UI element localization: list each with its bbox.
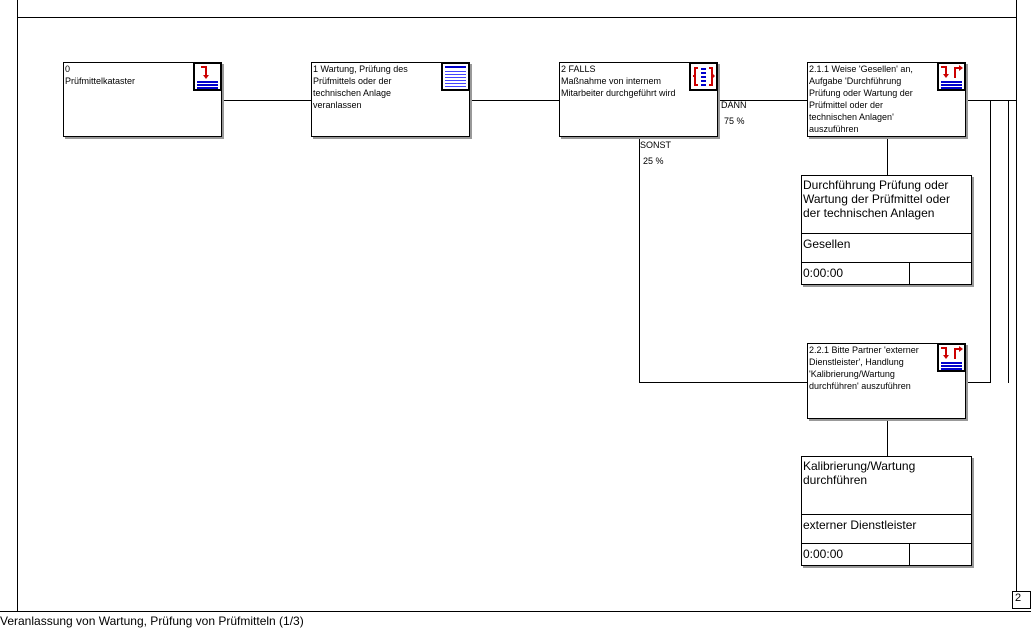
then-label: DANN <box>721 100 747 110</box>
task-time-row: 0:00:00 <box>802 262 971 284</box>
task-card[interactable]: Kalibrierung/Wartung durchführen externe… <box>801 456 972 566</box>
activity-step-2-1-1[interactable]: 2.1.1 Weise 'Gesellen' an, Aufgabe 'Durc… <box>807 62 966 137</box>
activity-step-2-2-1[interactable]: 2.2.1 Bitte Partner 'externer Dienstleis… <box>807 343 966 419</box>
process-step-0[interactable]: 0 Prüfmittelkataster <box>63 62 222 137</box>
process-step-1[interactable]: 1 Wartung, Prüfung des Prüfmittels oder … <box>311 62 470 137</box>
connector <box>887 419 888 456</box>
frame-right <box>1016 0 1017 592</box>
step-text: 2.1.1 Weise 'Gesellen' an, Aufgabe 'Durc… <box>809 64 913 134</box>
assign-task-icon <box>937 343 966 372</box>
task-card[interactable]: Durchführung Prüfung oder Wartung der Pr… <box>801 175 972 285</box>
task-time-row: 0:00:00 <box>802 543 971 565</box>
task-time: 0:00:00 <box>803 547 844 561</box>
task-name: Durchführung Prüfung oder Wartung der Pr… <box>803 178 950 220</box>
connector <box>639 382 807 383</box>
connector <box>1008 100 1009 383</box>
task-time: 0:00:00 <box>803 266 844 280</box>
decision-icon <box>689 62 718 91</box>
step-list-icon <box>193 62 222 91</box>
frame-left <box>17 0 18 611</box>
task-name: Kalibrierung/Wartung durchführen <box>803 459 916 487</box>
task-role: externer Dienstleister <box>802 514 971 544</box>
document-lines-icon <box>441 62 470 91</box>
decision-step-2[interactable]: 2 FALLS Maßnahme von internem Mitarbeite… <box>559 62 718 137</box>
then-percent: 75 % <box>724 116 745 126</box>
connector <box>222 100 311 101</box>
task-role: Gesellen <box>802 233 971 263</box>
connector <box>719 100 807 101</box>
step-text: 2.2.1 Bitte Partner 'externer Dienstleis… <box>809 345 919 391</box>
step-text: 2 FALLS Maßnahme von internem Mitarbeite… <box>561 64 676 98</box>
else-percent: 25 % <box>643 156 664 166</box>
else-label: SONST <box>640 140 672 150</box>
connector <box>639 137 640 382</box>
connector <box>471 100 559 101</box>
connector <box>887 137 888 175</box>
frame-top <box>17 17 1016 18</box>
assign-task-icon <box>937 62 966 91</box>
page-number: 2 <box>1012 591 1031 609</box>
step-text: 1 Wartung, Prüfung des Prüfmittels oder … <box>313 64 408 110</box>
connector <box>968 100 1016 101</box>
step-text: 0 Prüfmittelkataster <box>65 64 136 86</box>
connector <box>990 100 991 383</box>
diagram-title: Veranlassung von Wartung, Prüfung von Pr… <box>0 611 1031 629</box>
connector <box>968 382 990 383</box>
